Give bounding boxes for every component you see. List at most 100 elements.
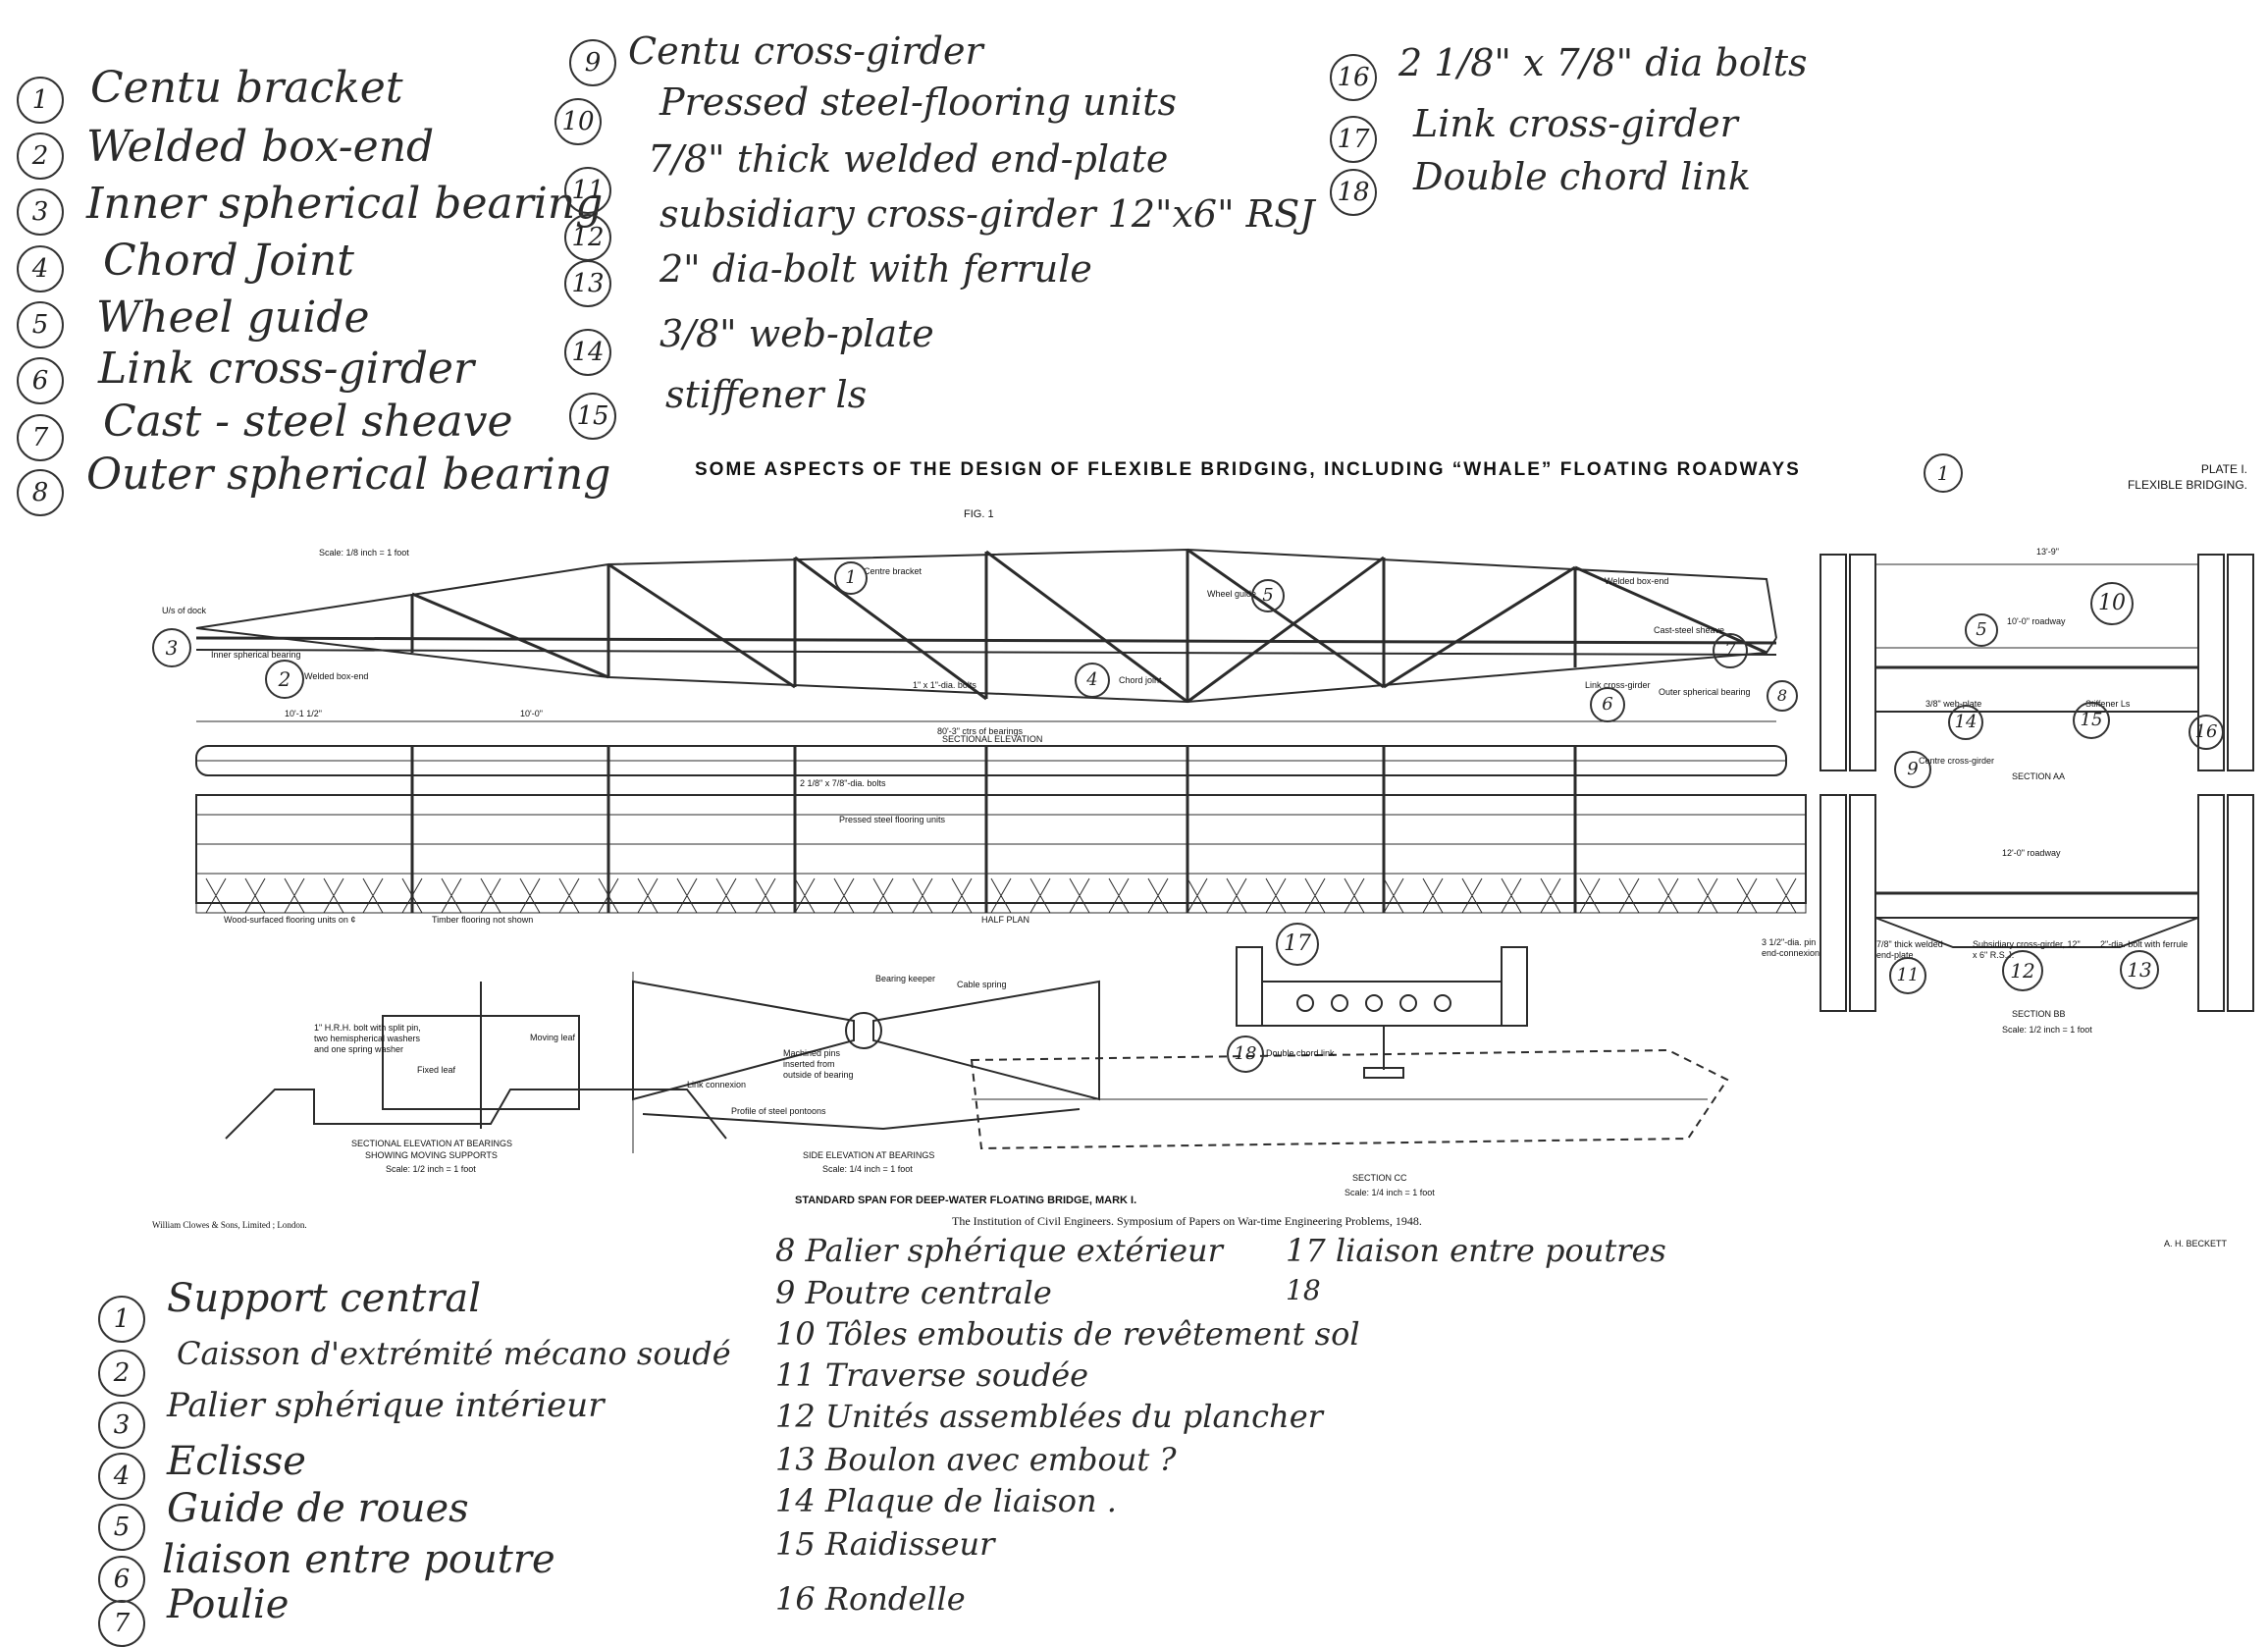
label-chord-joint: Chord joint <box>1119 675 1162 685</box>
callout-number: 18 <box>1227 1036 1264 1073</box>
legend-number: 15 <box>569 393 616 440</box>
fr-legend-number: 1 <box>98 1296 145 1343</box>
bearings-elevation-label: SECTIONAL ELEVATION AT BEARINGS <box>351 1139 513 1148</box>
legend-item: Link cross-girder <box>98 344 474 394</box>
callout-number: 5 <box>1965 613 1998 647</box>
callout-number: 5 <box>1251 579 1285 612</box>
legend-item: Welded box-end <box>86 122 435 172</box>
label-bearing-keeper: Bearing keeper <box>875 974 936 983</box>
label-wood-flooring: Wood-surfaced flooring units on ¢ <box>224 915 356 925</box>
section-bb-label: SECTION BB <box>2012 1009 2066 1019</box>
bearings-scale: Scale: 1/2 inch = 1 foot <box>386 1164 476 1174</box>
fr-legend-item: Guide de roues <box>167 1486 469 1531</box>
label-link-cross-girder: Link cross-girder <box>1585 680 1651 690</box>
legend-number: 1 <box>17 77 64 124</box>
fr-legend-item: 18 <box>1286 1274 1321 1306</box>
fr-legend-item: Palier sphérique intérieur <box>167 1386 605 1425</box>
label-hrh-bolt: 1" H.R.H. bolt with split pin, two hemis… <box>314 1023 421 1054</box>
legend-item: Double chord link <box>1413 155 1751 198</box>
label-bolts: 1" x 1"-dia. bolts <box>913 680 976 690</box>
span-note: 80'-3" ctrs of bearings <box>937 726 1023 736</box>
legend-number: 14 <box>564 329 611 376</box>
legend-item: Wheel guide <box>96 292 370 343</box>
label-pressed-flooring: Pressed steel flooring units <box>839 815 946 824</box>
legend-item: Centu cross-girder <box>628 29 983 73</box>
label-cast-steel-sheave: Cast-steel sheave <box>1654 625 1725 635</box>
fr-legend-item: 9 Poutre centrale <box>775 1274 1052 1311</box>
callout-number: 17 <box>1276 923 1319 966</box>
legend-number: 8 <box>17 469 64 516</box>
fr-legend-item: 10 Tôles emboutis de revêtement sol <box>775 1315 1360 1353</box>
fr-legend-number: 5 <box>98 1504 145 1551</box>
legend-number: 10 <box>554 98 602 145</box>
callout-number: 14 <box>1948 705 1983 740</box>
callout-number: 11 <box>1889 957 1926 994</box>
label-wheel-guide: Wheel guide <box>1207 589 1257 599</box>
label-roadway-12: 12'-0" roadway <box>2002 848 2061 858</box>
legend-number: 6 <box>17 357 64 404</box>
plate-number: PLATE I. FLEXIBLE BRIDGING. <box>2110 461 2247 493</box>
author-credit: A. H. BECKETT <box>2164 1239 2228 1249</box>
legend-item: Inner spherical bearing <box>86 179 604 229</box>
callout-number: 9 <box>1894 751 1931 788</box>
bearings-elevation-sub: SHOWING MOVING SUPPORTS <box>365 1150 498 1160</box>
label-stiffener: Stiffener Ls <box>2085 699 2131 709</box>
legend-item: Cast - steel sheave <box>103 397 513 447</box>
label-timber-flooring: Timber flooring not shown <box>432 915 534 925</box>
fr-legend-number: 3 <box>98 1402 145 1449</box>
dim-10-0: 10'-0" <box>520 709 543 718</box>
section-cc-label: SECTION CC <box>1352 1173 1407 1183</box>
legend-item: 2 1/8" x 7/8" dia bolts <box>1398 41 1808 84</box>
dim-13-9: 13'-9" <box>2036 547 2059 557</box>
label-outer-bearing: Outer spherical bearing <box>1659 687 1751 697</box>
label-link-connexion: Link connexion <box>687 1080 747 1089</box>
legend-item: 3/8" web-plate <box>659 312 934 355</box>
label-moving-leaf: Moving leaf <box>530 1033 576 1042</box>
callout-number: 3 <box>152 628 191 667</box>
label-uis-dock: U/s of dock <box>162 606 207 615</box>
fr-legend-item: 15 Raidisseur <box>775 1525 995 1563</box>
callout-number: 1 <box>1924 453 1963 493</box>
callout-number: 7 <box>1713 633 1748 668</box>
legend-number: 3 <box>17 188 64 236</box>
label-cable-spring: Cable spring <box>957 980 1007 989</box>
legend-number: 11 <box>564 167 611 214</box>
legend-number: 17 <box>1330 116 1377 163</box>
label-machined-pins: Machined pins inserted from outside of b… <box>783 1048 854 1080</box>
fr-legend-item: 12 Unités assemblées du plancher <box>775 1398 1323 1435</box>
half-plan-label: HALF PLAN <box>981 915 1030 925</box>
label-bolts-2: 2 1/8" x 7/8"-dia. bolts <box>800 778 886 788</box>
label-centre-cross-girder: Centre cross-girder <box>1919 756 1995 766</box>
label-profile-pontoon: Profile of steel pontoons <box>731 1106 826 1116</box>
fr-legend-item: Poulie <box>167 1582 290 1627</box>
legend-item: 2" dia-bolt with ferrule <box>659 247 1092 291</box>
legend-item: Chord Joint <box>103 236 354 286</box>
callout-number: 4 <box>1075 663 1110 698</box>
legend-number: 18 <box>1330 169 1377 216</box>
label-double-chord-link: Double chord link <box>1266 1048 1335 1058</box>
legend-number: 13 <box>564 260 611 307</box>
legend-item: subsidiary cross-girder 12"x6" RSJ <box>659 192 1315 236</box>
fr-legend-number: 6 <box>98 1556 145 1603</box>
legend-item: Centu bracket <box>90 63 403 113</box>
printer-credit: William Clowes & Sons, Limited ; London. <box>152 1220 307 1230</box>
legend-item: Pressed steel-flooring units <box>659 80 1178 124</box>
label-welded-box-end-2: Welded box-end <box>304 671 369 681</box>
label-end-plate: 7/8" thick welded end-plate <box>1876 939 1943 960</box>
figure-label: FIG. 1 <box>964 508 994 520</box>
callout-number: 16 <box>2189 715 2224 750</box>
label-subsidiary: Subsidiary cross-girder, 12" x 6" R.S.J. <box>1973 939 2081 960</box>
side-elevation-label: SIDE ELEVATION AT BEARINGS <box>803 1150 935 1160</box>
callout-number: 13 <box>2120 950 2159 989</box>
legend-number: 5 <box>17 301 64 348</box>
institution-caption: The Institution of Civil Engineers. Symp… <box>952 1214 1422 1228</box>
fr-legend-item: 13 Boulon avec embout ? <box>775 1441 1177 1478</box>
fr-legend-item: Support central <box>167 1276 482 1321</box>
section-bb-scale: Scale: 1/2 inch = 1 foot <box>2002 1025 2092 1035</box>
callout-number: 10 <box>2090 582 2134 625</box>
label-pin-end: 3 1/2"-dia. pin end-connexion <box>1762 937 1820 958</box>
legend-number: 16 <box>1330 54 1377 101</box>
standard-span-caption: STANDARD SPAN FOR DEEP-WATER FLOATING BR… <box>795 1195 1137 1206</box>
